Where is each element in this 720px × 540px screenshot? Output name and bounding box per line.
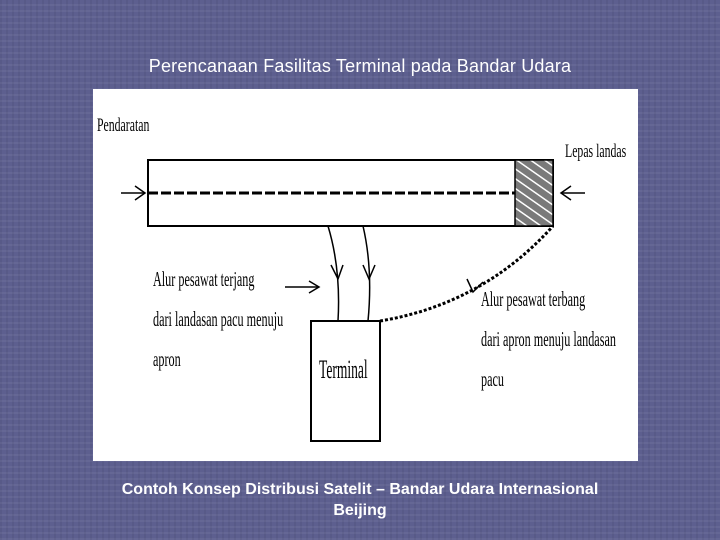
taxiway-path-1 — [327, 225, 340, 322]
taxiway-arrow-1 — [330, 264, 344, 281]
inbound-flow-line-3: apron — [153, 347, 181, 371]
caption-line-2: Beijing — [333, 502, 387, 519]
outbound-path — [379, 224, 555, 323]
taxiway-path-2 — [362, 225, 371, 322]
inbound-flow-line-1: Alur pesawat terjang — [153, 267, 255, 291]
inbound-flow-line-2: dari landasan pacu menuju — [153, 307, 284, 331]
landing-label: Pendaratan — [97, 115, 150, 136]
takeoff-label: Lepas landas — [565, 141, 627, 162]
takeoff-arrow-head — [559, 185, 572, 201]
diagram-panel: Pendaratan Lepas landas Alur pesawat ter… — [93, 89, 638, 461]
slide-caption: Contoh Konsep Distribusi Satelit – Banda… — [40, 479, 680, 521]
outbound-arrow-head — [466, 278, 484, 294]
outbound-flow-line-3: pacu — [481, 367, 505, 391]
landing-arrow-head — [134, 185, 147, 201]
outbound-flow-line-1: Alur pesawat terbang — [481, 287, 586, 311]
inbound-arrow-head — [308, 280, 321, 294]
caption-line-1: Contoh Konsep Distribusi Satelit – Banda… — [121, 481, 599, 498]
slide-title: Perencanaan Fasilitas Terminal pada Band… — [148, 56, 572, 76]
terminal-label: Terminal — [319, 355, 368, 384]
terminal-building — [310, 320, 381, 442]
taxiway-arrow-2 — [362, 264, 376, 281]
inbound-flow-label: Alur pesawat terjang dari landasan pacu … — [153, 259, 283, 379]
runway-end-hatch — [514, 159, 554, 227]
outbound-flow-line-2: dari apron menuju landasan — [481, 327, 616, 351]
distribution-diagram — [121, 159, 585, 442]
outbound-flow-label: Alur pesawat terbang dari apron menuju l… — [481, 279, 616, 399]
